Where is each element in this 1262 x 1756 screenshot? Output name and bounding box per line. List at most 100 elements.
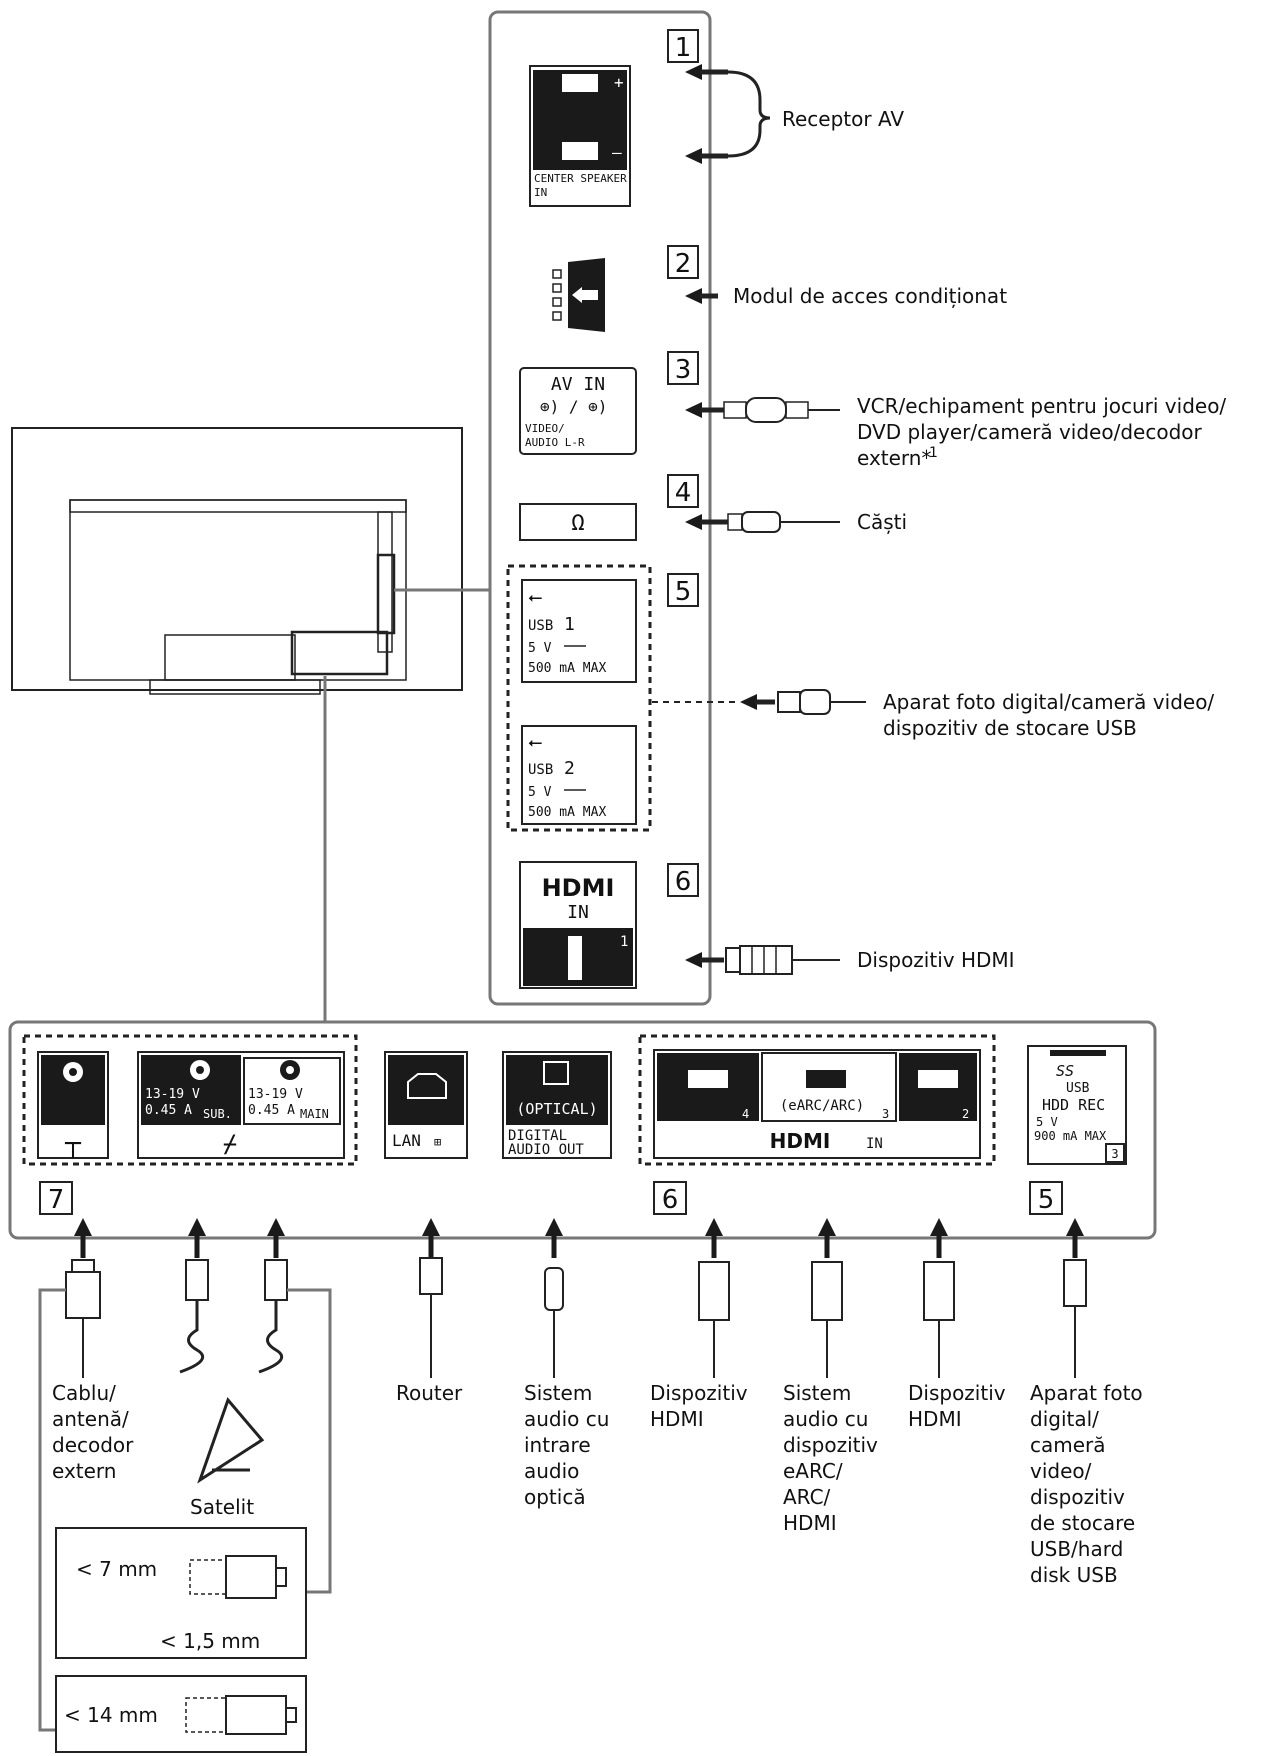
svg-text:audio cu: audio cu — [524, 1407, 609, 1431]
hdmi-ports-bottom: 4 (eARC/ARC) 3 2 HDMI IN — [653, 1049, 981, 1159]
headphones-label: Căști — [857, 510, 907, 534]
callout-6: 6 — [675, 867, 692, 897]
svg-text:2: 2 — [962, 1107, 969, 1121]
connector-spec-14mm: < 14 mm — [55, 1675, 307, 1753]
usb-port-1: ⭠ USB 1 5 V 500 mA MAX — [521, 579, 637, 683]
svg-text:500 mA MAX: 500 mA MAX — [528, 805, 606, 820]
lan-port: LAN ⊞ — [384, 1051, 468, 1159]
svg-text:IN: IN — [534, 186, 547, 199]
up-arrows — [74, 1218, 1084, 1258]
svg-text:audio: audio — [524, 1459, 579, 1483]
bottom-device-labels: Cablu/ antenă/ decodor extern Satelit Ro… — [52, 1381, 1143, 1587]
svg-text:–: – — [612, 143, 622, 162]
svg-text:Satelit: Satelit — [190, 1495, 254, 1519]
tv-rear-view — [11, 427, 490, 1022]
usb-icon: ⭠ — [528, 732, 542, 753]
svg-text:1: 1 — [564, 614, 575, 635]
svg-text:HDD REC: HDD REC — [1042, 1096, 1105, 1114]
svg-text:1: 1 — [620, 934, 628, 950]
usb-icon: ⭠ — [528, 587, 542, 608]
up-arrow-3 — [422, 1218, 440, 1236]
svg-text:13-19 V: 13-19 V — [248, 1087, 303, 1102]
usb-group-outline — [506, 564, 652, 832]
svg-text:5 V: 5 V — [528, 641, 552, 656]
svg-text:IN: IN — [866, 1136, 883, 1152]
svg-text:audio cu: audio cu — [783, 1407, 868, 1431]
hdmi-cable-side — [685, 945, 840, 975]
svg-text:DIGITAL: DIGITAL — [508, 1128, 567, 1144]
headphone-icon: Ω — [571, 511, 584, 536]
svg-text:antenă/: antenă/ — [52, 1407, 129, 1431]
callout-5-bottom: 5 — [1038, 1185, 1055, 1215]
svg-text:⊕) / ⊕): ⊕) / ⊕) — [540, 397, 607, 416]
svg-text:5 V: 5 V — [528, 785, 552, 800]
svg-text:ARC/: ARC/ — [783, 1485, 831, 1509]
network-icon: ⊞ — [434, 1135, 441, 1149]
svg-text:eARC/: eARC/ — [783, 1459, 843, 1483]
svg-text:HDMI: HDMI — [542, 874, 615, 902]
up-arrow-7 — [930, 1218, 948, 1236]
svg-text:HDMI: HDMI — [770, 1129, 831, 1153]
av-device-line1: VCR/echipament pentru jocuri video/ — [857, 394, 1226, 418]
callout-6-bottom: 6 — [662, 1185, 679, 1215]
svg-text:0.45 A: 0.45 A — [248, 1103, 295, 1118]
svg-text:< 14 mm: < 14 mm — [64, 1703, 158, 1727]
svg-text:3: 3 — [882, 1107, 889, 1121]
up-arrow-8 — [1066, 1218, 1084, 1236]
svg-text:13-19 V: 13-19 V — [145, 1087, 200, 1102]
cables-bottom — [38, 1257, 1087, 1732]
svg-text:< 7 mm: < 7 mm — [76, 1557, 157, 1581]
antenna-port: ┬ — [37, 1051, 109, 1159]
optical-port: (OPTICAL) DIGITAL AUDIO OUT — [502, 1051, 612, 1159]
svg-text:0.45 A: 0.45 A — [145, 1103, 192, 1118]
svg-text:Aparat foto: Aparat foto — [1030, 1381, 1143, 1405]
av-cable — [685, 397, 840, 423]
svg-text:Sistem: Sistem — [783, 1381, 851, 1405]
satellite-dish-icon: ⌿ — [223, 1130, 237, 1158]
up-arrow-1 — [188, 1218, 206, 1236]
center-speaker-port: + – CENTER SPEAKER IN — [529, 65, 631, 207]
av-in-port: AV IN ⊕) / ⊕) VIDEO/ AUDIO L-R — [519, 367, 637, 455]
svg-text:4: 4 — [742, 1107, 749, 1121]
usb-device-line2: dispozitiv de stocare USB — [883, 716, 1137, 740]
up-arrow-2 — [267, 1218, 285, 1236]
callout-5: 5 — [675, 577, 692, 607]
usb-device-line1: Aparat foto digital/cameră video/ — [883, 690, 1214, 714]
svg-text:dispozitiv: dispozitiv — [783, 1433, 878, 1457]
svg-text:(OPTICAL): (OPTICAL) — [516, 1100, 597, 1118]
svg-text:SUB.: SUB. — [203, 1107, 232, 1121]
svg-text:digital/: digital/ — [1030, 1407, 1099, 1431]
headphone-cable — [685, 511, 840, 533]
svg-text:900 mA MAX: 900 mA MAX — [1034, 1129, 1107, 1143]
hdmi-port-1: HDMI IN 1 — [519, 861, 637, 989]
svg-text:USB: USB — [1066, 1081, 1090, 1096]
svg-text:IN: IN — [567, 902, 589, 923]
svg-text:AUDIO OUT: AUDIO OUT — [508, 1142, 584, 1158]
svg-text:500 mA MAX: 500 mA MAX — [528, 661, 606, 676]
callout-7: 7 — [48, 1185, 65, 1215]
svg-text:2: 2 — [564, 758, 575, 779]
svg-text:dispozitiv: dispozitiv — [1030, 1485, 1125, 1509]
svg-text:MAIN: MAIN — [300, 1107, 329, 1121]
svg-text:USB/hard: USB/hard — [1030, 1537, 1123, 1561]
svg-text:Cablu/: Cablu/ — [52, 1381, 116, 1405]
svg-text:LAN: LAN — [392, 1131, 421, 1150]
cam-label: Modul de acces condiționat — [733, 284, 1007, 308]
svg-text:disk USB: disk USB — [1030, 1563, 1118, 1587]
svg-text:Sistem: Sistem — [524, 1381, 592, 1405]
svg-text:intrare: intrare — [524, 1433, 591, 1457]
usb-port-3: SS USB HDD REC 5 V 900 mA MAX 3 — [1027, 1045, 1127, 1165]
svg-text:video/: video/ — [1030, 1459, 1092, 1483]
callout-3: 3 — [675, 355, 692, 385]
svg-text:VIDEO/: VIDEO/ — [525, 422, 565, 435]
connector-spec-7mm: < 7 mm < 1,5 mm — [55, 1527, 307, 1659]
svg-text:USB: USB — [528, 762, 553, 778]
svg-text:Dispozitiv: Dispozitiv — [650, 1381, 748, 1405]
up-arrow-0 — [74, 1218, 92, 1236]
svg-text:decodor: decodor — [52, 1433, 134, 1457]
svg-text:Dispozitiv: Dispozitiv — [908, 1381, 1006, 1405]
av-device-line3: extern* — [857, 446, 931, 470]
svg-text:USB: USB — [528, 618, 553, 634]
svg-text:SS: SS — [1056, 1062, 1074, 1080]
